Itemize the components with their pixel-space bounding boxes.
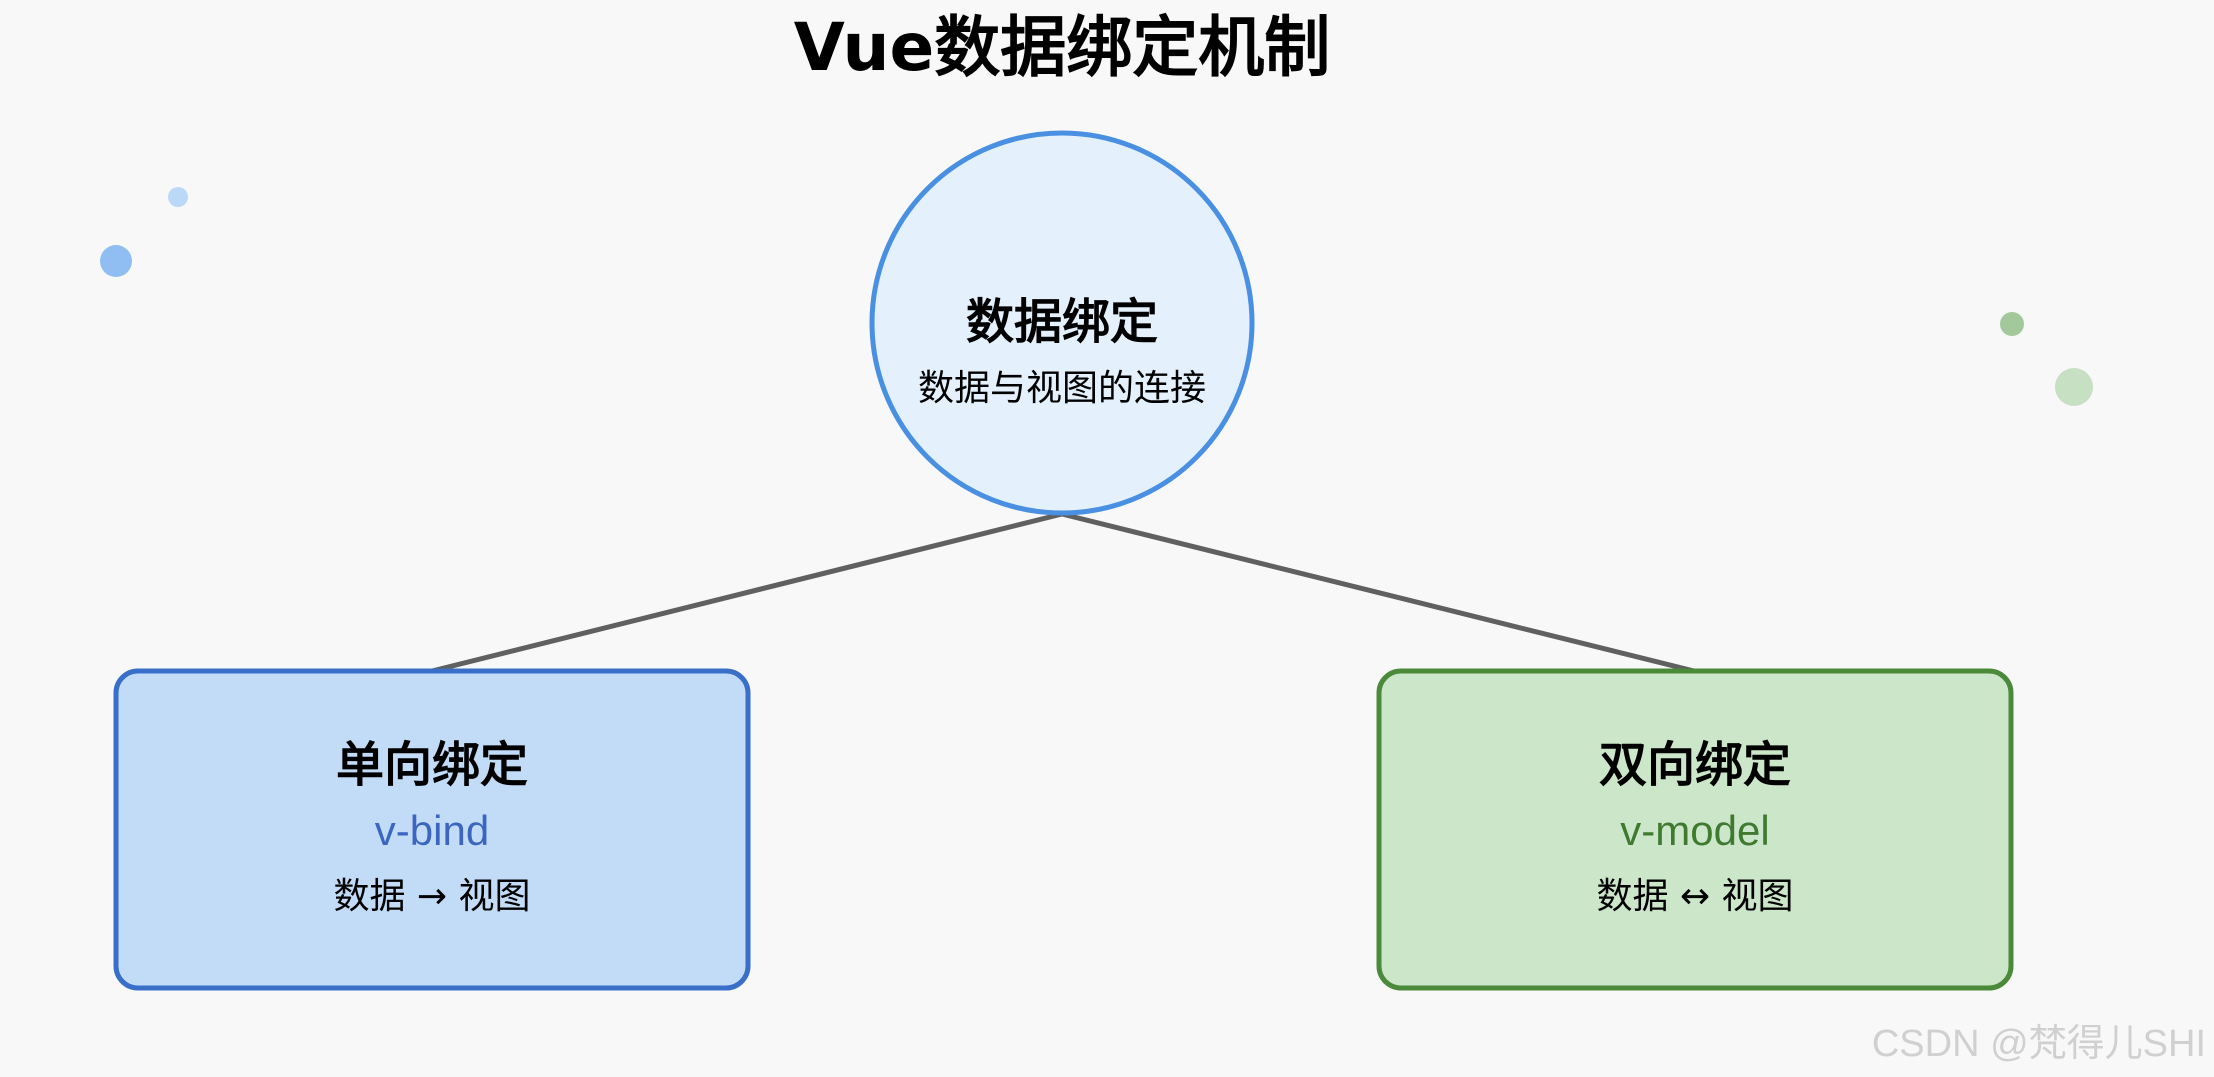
root-node: 数据绑定 数据与视图的连接 <box>869 130 1255 516</box>
one-way-binding-title: 单向绑定 <box>336 737 528 793</box>
watermark: CSDN @梵得儿SHI <box>1872 1023 2206 1065</box>
one-way-binding-box <box>113 668 751 991</box>
two-way-binding-title: 双向绑定 <box>1599 737 1791 793</box>
connector-root-to-right <box>1061 511 1695 674</box>
connector-root-to-left <box>431 511 1063 674</box>
two-way-binding-box <box>1376 668 2014 991</box>
two-way-binding-flow: 数据 ↔ 视图 <box>1596 876 1793 917</box>
decor-dot-green-large <box>2055 368 2093 406</box>
decor-dot-green-small <box>2000 312 2024 336</box>
two-way-binding-directive: v-model <box>1620 807 1769 854</box>
one-way-binding-node: 单向绑定 v-bind 数据 → 视图 <box>113 668 751 991</box>
root-node-subtitle: 数据与视图的连接 <box>918 368 1206 409</box>
two-way-binding-node: 双向绑定 v-model 数据 ↔ 视图 <box>1376 668 2014 991</box>
root-node-title: 数据绑定 <box>966 294 1158 350</box>
one-way-binding-flow: 数据 → 视图 <box>333 876 530 917</box>
diagram-title: Vue数据绑定机制 <box>794 9 1330 86</box>
root-node-circle <box>869 130 1255 516</box>
decor-dot-blue-small <box>168 187 188 207</box>
decor-dot-blue-large <box>100 245 132 277</box>
one-way-binding-directive: v-bind <box>375 807 489 854</box>
